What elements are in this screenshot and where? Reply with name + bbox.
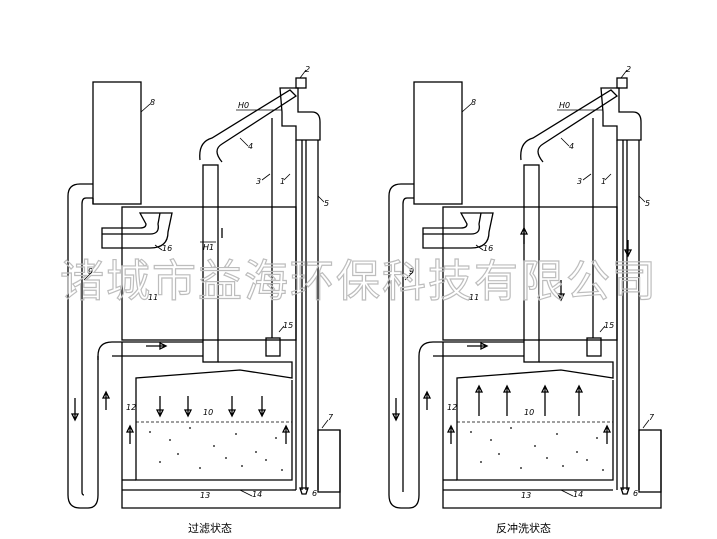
company-watermark: 诸城市益海环保科技有限公司	[60, 256, 658, 307]
inlet-funnel	[101, 212, 173, 249]
label-11: 11	[469, 293, 479, 302]
label-2: 2	[626, 65, 631, 74]
label-16: 16	[162, 244, 172, 253]
label-8: 8	[471, 98, 476, 107]
outlet-box	[638, 429, 662, 493]
label-14: 14	[252, 490, 262, 499]
panel-filtration: 8 9 11 16 H1 4 2 H0	[67, 65, 341, 535]
label-1: 1	[280, 177, 285, 186]
label-15: 15	[283, 321, 293, 330]
label-8: 8	[150, 98, 155, 107]
label-10: 10	[524, 408, 534, 417]
top-valve	[600, 87, 642, 141]
inlet-funnel	[422, 212, 494, 249]
filter-tank	[121, 342, 341, 509]
pipe-4	[520, 89, 619, 163]
label-3: 3	[577, 177, 582, 186]
label-7: 7	[328, 413, 334, 422]
valve-6	[299, 487, 309, 495]
label-9: 9	[88, 267, 93, 276]
label-13: 13	[200, 491, 210, 500]
label-12: 12	[447, 403, 457, 412]
filter-media	[457, 421, 613, 471]
flow-arrows	[391, 226, 633, 444]
siphon-pipe	[67, 183, 203, 509]
top-valve	[279, 87, 321, 141]
valve-6	[620, 487, 630, 495]
pipe-4	[199, 89, 298, 163]
label-6: 6	[312, 489, 317, 498]
caption-backwash: 反冲洗状态	[496, 521, 551, 535]
central-riser	[202, 164, 219, 363]
label-14: 14	[573, 490, 583, 499]
float-box	[265, 337, 281, 357]
label-12: 12	[126, 403, 136, 412]
label-h0: H0	[559, 101, 570, 110]
float-box	[586, 337, 602, 357]
label-h0: H0	[238, 101, 249, 110]
label-9: 9	[409, 267, 414, 276]
label-4: 4	[569, 142, 574, 151]
label-10: 10	[203, 408, 213, 417]
label-6: 6	[633, 489, 638, 498]
label-15: 15	[604, 321, 614, 330]
outlet-box	[317, 429, 341, 493]
water-tank	[413, 81, 463, 205]
filter-media	[136, 421, 292, 471]
label-1: 1	[601, 177, 606, 186]
siphon-pipe	[388, 183, 524, 509]
label-11: 11	[148, 293, 158, 302]
caption-filtration: 过滤状态	[188, 521, 232, 535]
label-h1: H1	[203, 243, 214, 252]
label-5: 5	[324, 199, 329, 208]
label-13: 13	[521, 491, 531, 500]
filter-tank	[442, 342, 662, 509]
label-7: 7	[649, 413, 655, 422]
label-3: 3	[256, 177, 261, 186]
label-5: 5	[645, 199, 650, 208]
label-2: 2	[305, 65, 310, 74]
water-tank	[92, 81, 142, 205]
label-4: 4	[248, 142, 253, 151]
flow-arrows	[70, 228, 291, 444]
central-riser	[523, 164, 540, 363]
panel-backwash: 8 9 11 16 4 2 H0 3 1 5 15	[388, 65, 662, 535]
label-16: 16	[483, 244, 493, 253]
